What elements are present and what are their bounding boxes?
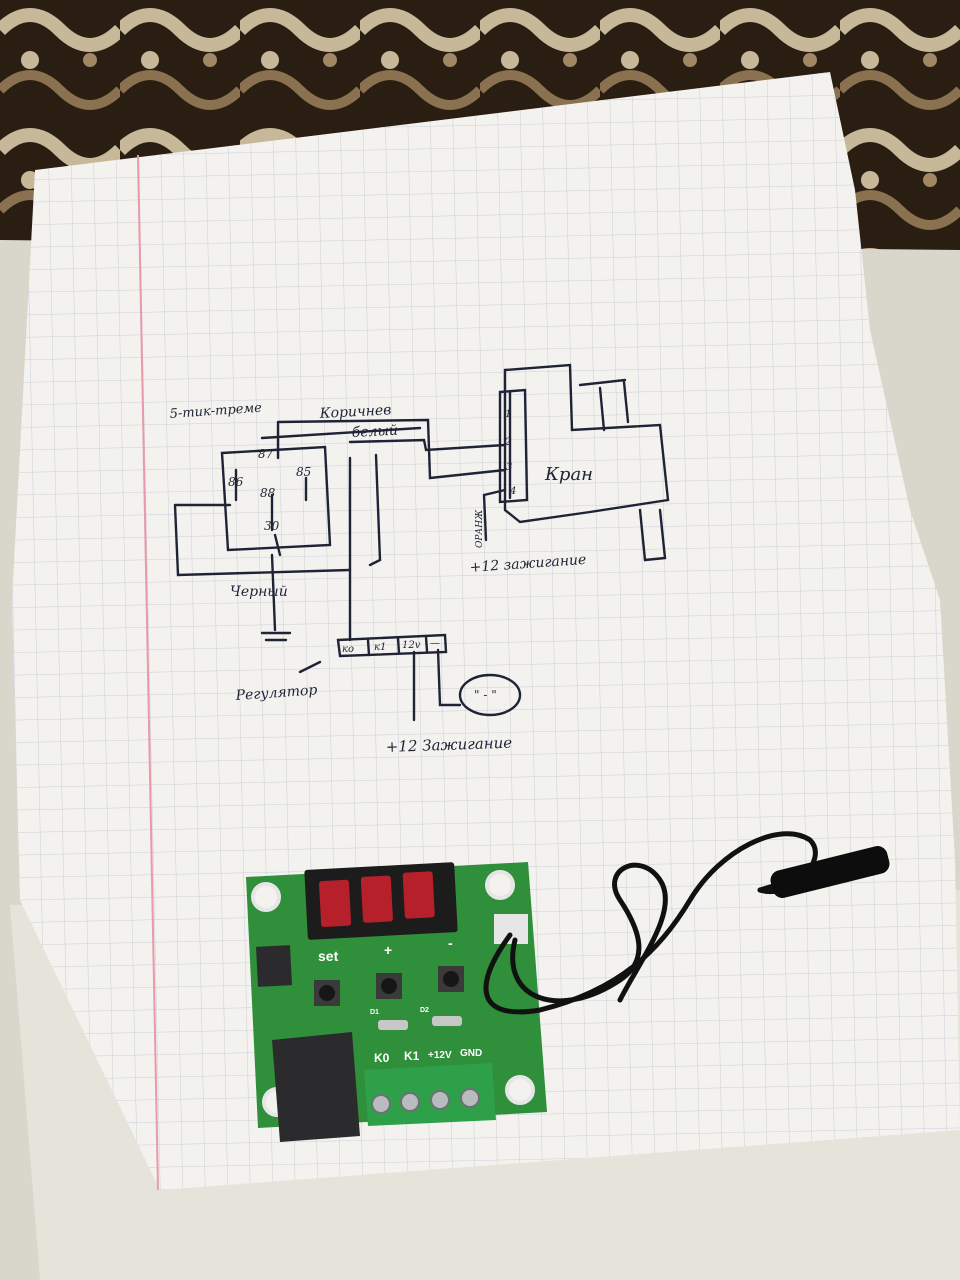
pin-30-label: 30 <box>264 519 280 533</box>
crane-pin-4: 4 <box>509 486 516 497</box>
regulator-terminal <box>336 633 448 658</box>
crane-label: Кран <box>544 464 593 485</box>
plus-label: + <box>384 942 392 958</box>
wire-white-label: белый <box>351 423 398 441</box>
mount-hole-tr <box>485 870 515 900</box>
crane-pin-1: 1 <box>505 409 511 420</box>
minus-label: - <box>448 935 453 951</box>
terminal-block <box>364 1063 496 1126</box>
crane-outline <box>503 363 670 524</box>
terminal-gnd-drawn: — <box>430 638 440 649</box>
sensor-drawing <box>458 673 522 717</box>
relay-outline <box>220 445 332 552</box>
terminal-gnd-label: GND <box>460 1048 482 1059</box>
margin-line <box>137 154 159 1191</box>
terminal-12v-label: +12V <box>428 1050 452 1061</box>
pin-86-label: 86 <box>228 475 244 489</box>
relay-block <box>272 1032 360 1142</box>
terminal-k0-drawn: ко <box>342 644 354 655</box>
sensor-probe <box>770 846 890 898</box>
wiring-diagram <box>173 363 670 722</box>
terminal-screws <box>371 1088 480 1114</box>
pin-87-label: 87 <box>258 447 274 461</box>
diode-d2 <box>432 1016 462 1026</box>
regulator-label: Регулятор <box>234 682 318 704</box>
wire-brown-label: Коричнев <box>318 402 391 422</box>
mount-hole-tl <box>251 882 281 912</box>
mount-hole-br <box>505 1075 535 1105</box>
thermostat-board: set + - D1 D2 K0 K1 +12V GND <box>246 862 547 1142</box>
d1-label: D1 <box>370 1009 379 1016</box>
crane-pin-3: 3 <box>506 462 512 473</box>
crane-pin-2: 2 <box>504 437 511 448</box>
pin-88-label: 88 <box>260 486 276 500</box>
set-label: set <box>318 948 339 964</box>
display-digits <box>319 871 435 928</box>
pin-85-label: 85 <box>296 465 311 479</box>
sensor-label: " - " <box>474 688 497 702</box>
d2-label: D2 <box>420 1007 429 1014</box>
terminal-12v-drawn: 12v <box>402 640 421 651</box>
wire-black-label: Черный <box>230 584 288 600</box>
diode-d1 <box>378 1020 408 1030</box>
ignition-bottom-label: +12 Зажигание <box>386 734 513 756</box>
relay-title: 5-тик-треме <box>169 401 262 422</box>
wire-orange-label: ОРАНЖ <box>475 509 485 548</box>
sensor-connector <box>494 914 528 944</box>
terminal-k1-label: K1 <box>404 1049 420 1063</box>
controller-chip <box>255 945 293 987</box>
terminal-k0-label: K0 <box>374 1051 390 1065</box>
terminal-k1-drawn: к1 <box>374 642 386 653</box>
